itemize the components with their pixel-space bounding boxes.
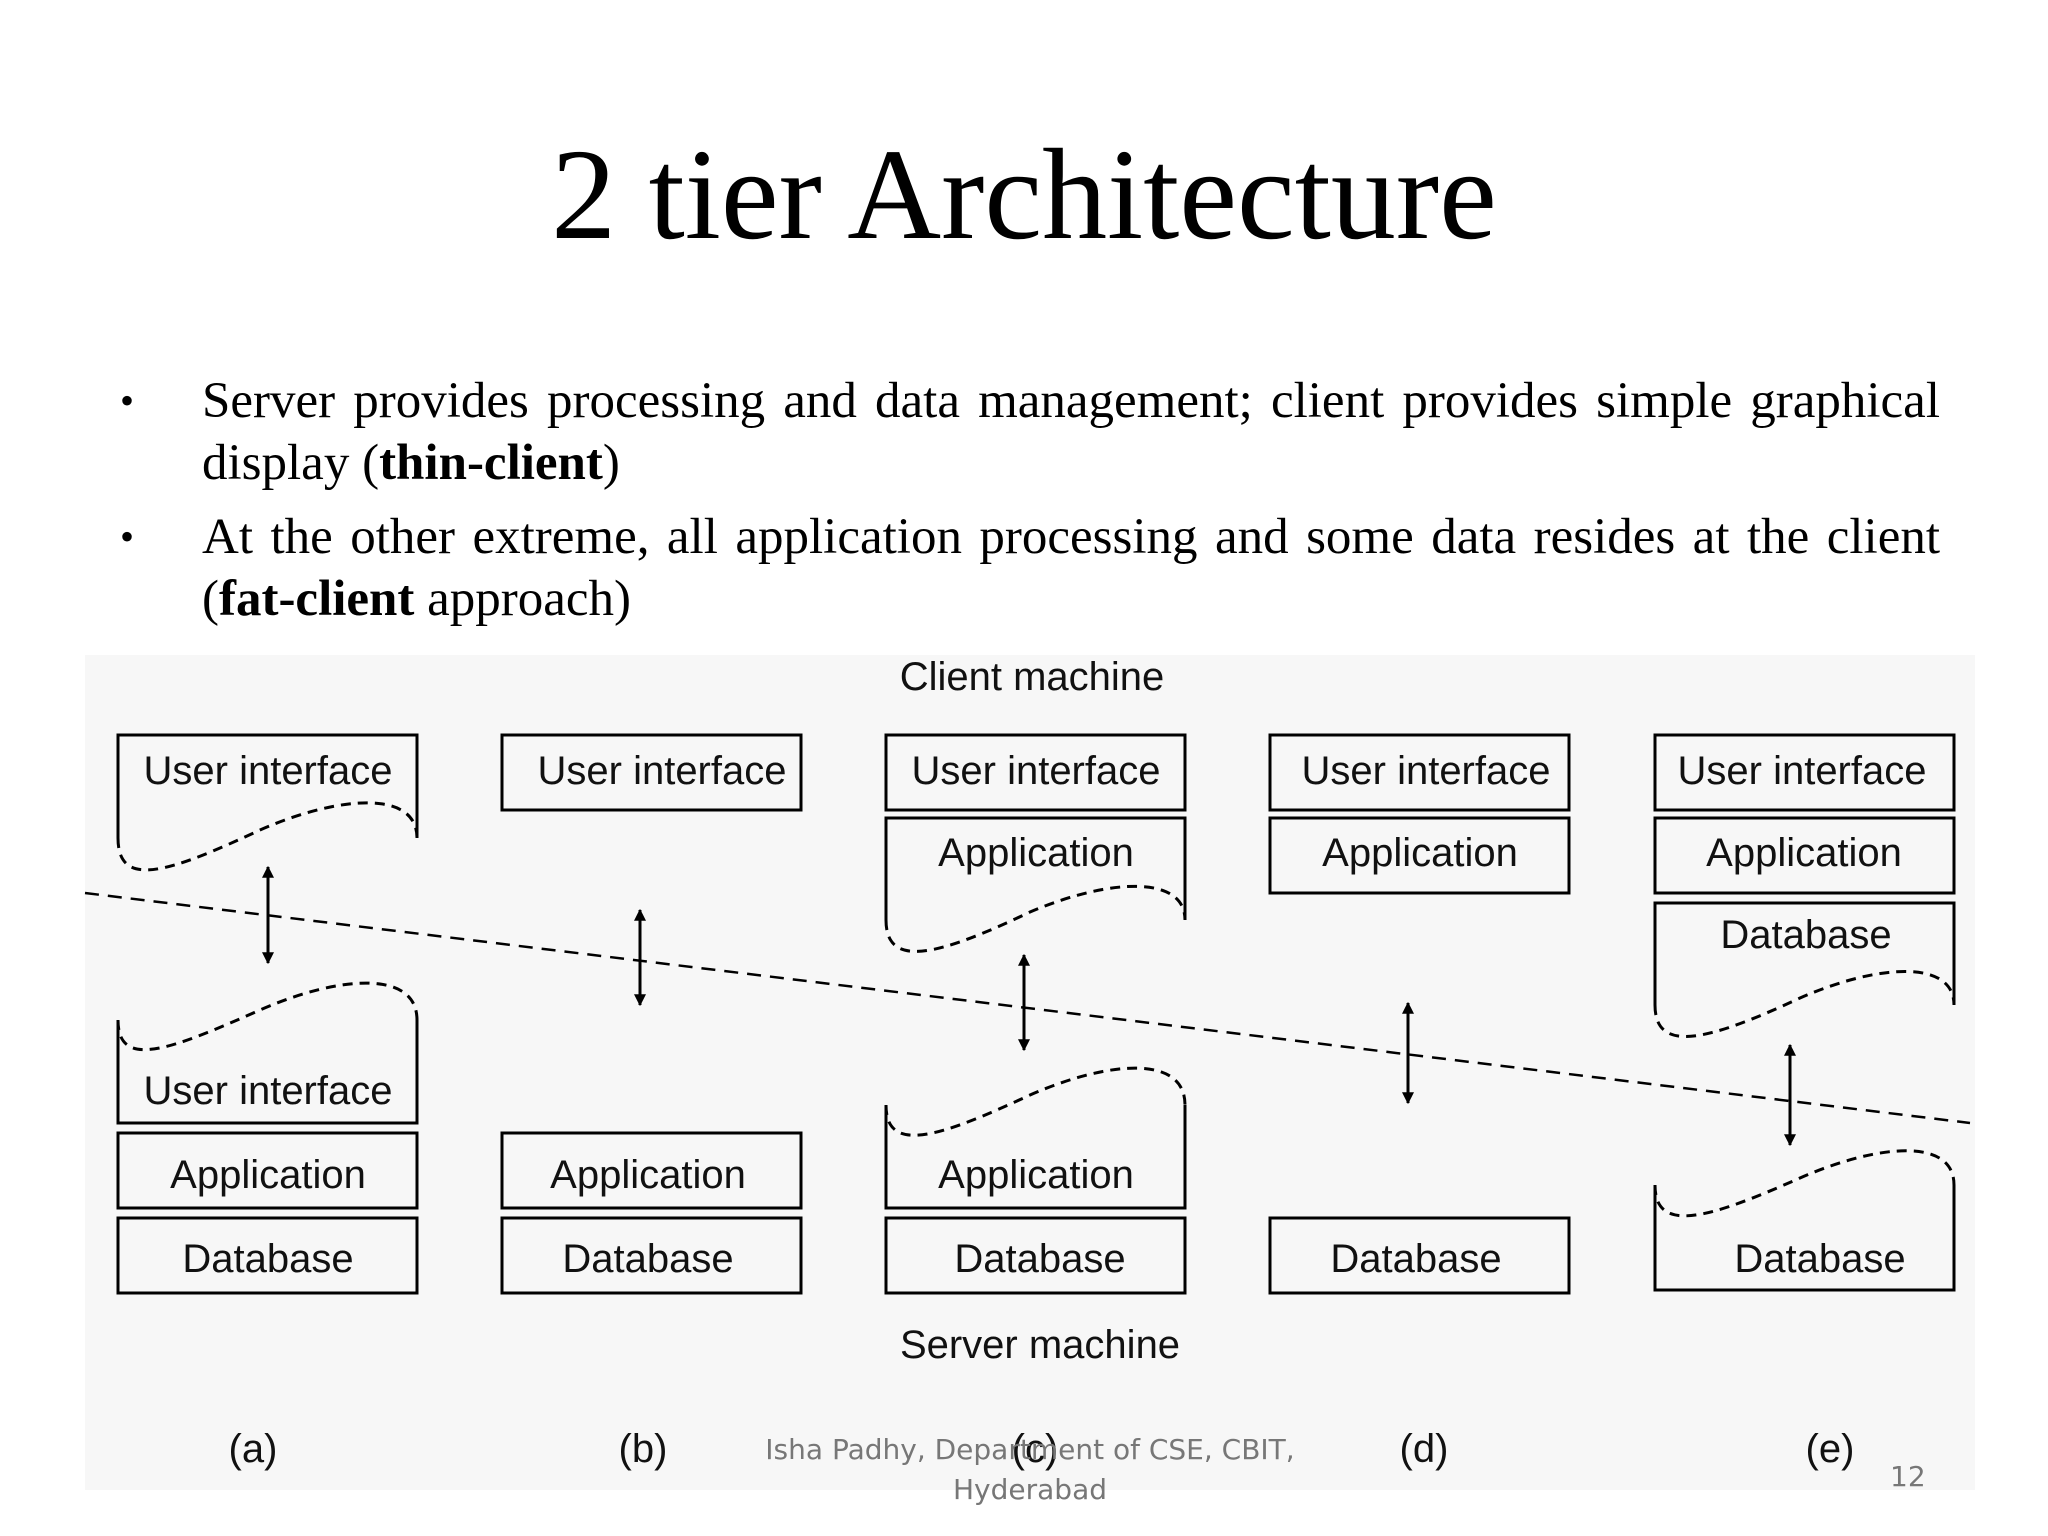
case-label-d: (d)	[1400, 1427, 1449, 1471]
database-label: Database	[1720, 913, 1891, 957]
diagram-panel	[85, 655, 1975, 1490]
client-machine-label: Client machine	[900, 655, 1165, 699]
wavy-edge	[884, 1066, 1187, 1137]
database-box	[116, 1216, 419, 1295]
slide-footer: Isha Padhy, Department of CSE, CBIT, Hyd…	[700, 1430, 1360, 1510]
bullet-text: approach)	[414, 571, 632, 627]
ui-label: User interface	[538, 749, 787, 793]
database-label: Database	[954, 1237, 1125, 1281]
ui-box	[884, 733, 1187, 812]
wavy-edge	[116, 801, 419, 872]
database-box	[884, 1216, 1187, 1295]
bullet-bold-term: fat-client	[218, 571, 415, 627]
application-label: Application	[550, 1153, 746, 1197]
case-b	[500, 733, 803, 1295]
ui-label: User interface	[1678, 749, 1927, 793]
case-e	[1653, 733, 1956, 1292]
application-label: Application	[1706, 831, 1902, 875]
split-application-server-box	[884, 1105, 1187, 1210]
bullet-text: At the other extreme, all application pr…	[202, 509, 1940, 627]
split-ui-server-box	[116, 1020, 419, 1125]
wavy-edge	[1653, 970, 1956, 1038]
ui-label: User interface	[912, 749, 1161, 793]
database-label: Database	[562, 1237, 733, 1281]
split-ui-client-box	[116, 733, 419, 838]
application-label: Application	[938, 831, 1134, 875]
page-number: 12	[1890, 1460, 1926, 1493]
application-label: Application	[170, 1153, 366, 1197]
bullet-bold-term: thin-client	[379, 435, 603, 491]
bullet-fat-client: • At the other extreme, all application …	[120, 506, 1940, 630]
ui-label: User interface	[1302, 749, 1551, 793]
ui-box	[500, 733, 803, 812]
database-label: Database	[1734, 1237, 1905, 1281]
case-label-b: (b)	[619, 1427, 668, 1471]
application-label: Application	[1322, 831, 1518, 875]
bullet-text: )	[602, 435, 620, 491]
bullet-thin-client: • Server provides processing and data ma…	[120, 370, 1940, 494]
split-database-server-box	[1653, 1185, 1956, 1292]
bullet-list: • Server provides processing and data ma…	[120, 370, 1940, 642]
database-box	[500, 1216, 803, 1295]
wavy-edge	[884, 884, 1187, 953]
database-box	[1268, 1216, 1571, 1295]
application-box	[1653, 816, 1956, 895]
ui-label: User interface	[144, 749, 393, 793]
database-label: Database	[1330, 1237, 1501, 1281]
footer-author: Isha Padhy, Department of CSE, CBIT,	[765, 1433, 1295, 1466]
case-label-e: (e)	[1806, 1427, 1855, 1471]
application-box	[1268, 816, 1571, 895]
split-database-client-box	[1653, 901, 1956, 1005]
case-label-a: (a)	[229, 1427, 278, 1471]
application-box	[500, 1131, 803, 1210]
footer-location: Hyderabad	[953, 1473, 1107, 1506]
bullet-dot: •	[120, 514, 135, 559]
ui-box	[1653, 733, 1956, 812]
slide-title: 2 tier Architecture	[551, 123, 1497, 267]
split-application-client-box	[884, 816, 1187, 920]
wavy-edge	[1653, 1149, 1956, 1218]
bullet-text: Server provides processing and data mana…	[202, 373, 1940, 491]
server-machine-label: Server machine	[900, 1323, 1180, 1367]
ui-box	[1268, 733, 1571, 812]
application-box	[116, 1131, 419, 1210]
database-label: Database	[182, 1237, 353, 1281]
bullet-dot: •	[120, 378, 135, 423]
wavy-edge	[116, 981, 419, 1052]
case-a	[116, 733, 419, 1295]
ui-label: User interface	[144, 1069, 393, 1113]
case-d	[1268, 733, 1571, 1295]
case-c	[884, 733, 1187, 1295]
application-label: Application	[938, 1153, 1134, 1197]
case-label-c: (c)	[1012, 1427, 1059, 1471]
